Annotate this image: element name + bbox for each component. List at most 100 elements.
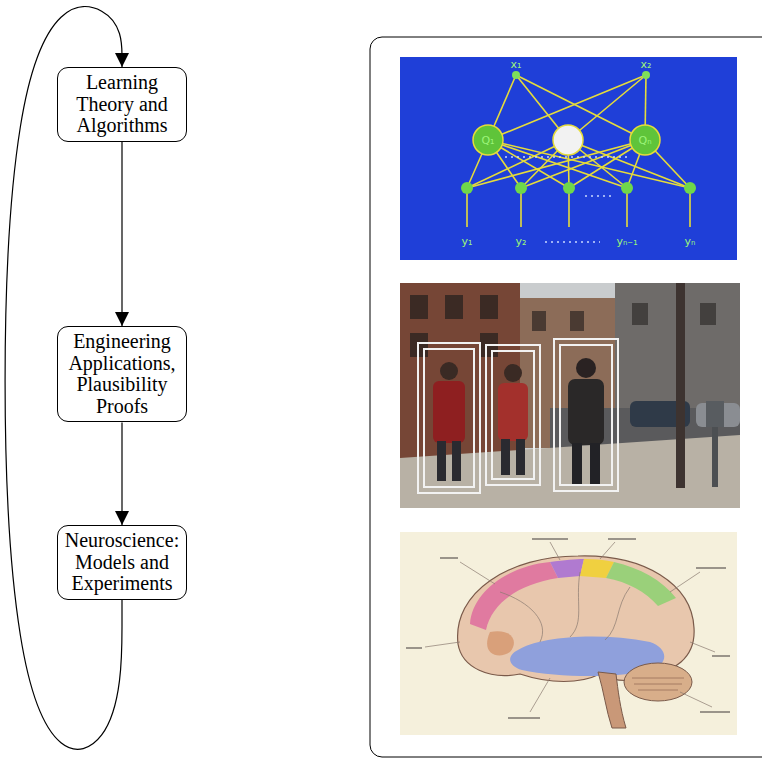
brain-picture-shape-shape <box>425 642 460 647</box>
network-picture-shape <box>473 125 503 155</box>
brain-picture-shape <box>400 532 737 735</box>
network-picture-shape-shape <box>521 140 645 188</box>
street-photo-shape <box>572 443 582 485</box>
street-photo-shape <box>532 311 546 331</box>
street-photo-shape <box>576 358 596 378</box>
network-picture-shape <box>515 182 527 194</box>
brain-picture-shape <box>632 678 684 690</box>
brain-picture-shape-shape <box>670 572 700 592</box>
box-label: Neuroscience: Models and Experiments <box>63 530 181 595</box>
brain-picture-shape-shape <box>500 592 543 642</box>
street-photo-shape <box>437 441 446 481</box>
street-photo-shape <box>504 364 522 382</box>
street-photo-shape <box>700 303 716 325</box>
street-photo-shape <box>418 339 618 493</box>
brain-picture-shape <box>550 559 584 578</box>
brain-picture-shape-shape <box>690 642 715 652</box>
network-picture-shape-shape <box>585 195 612 197</box>
network-picture-shape <box>553 125 583 155</box>
street-photo-shape-shape <box>418 343 480 493</box>
street-photo-shape-shape <box>486 345 540 485</box>
process-box: Engineering Applications, Plausibility P… <box>57 326 187 422</box>
network-label: yₙ <box>685 236 696 247</box>
network-picture-shape <box>461 182 473 194</box>
brain-picture-shape-shape <box>605 587 630 640</box>
flow-arrow <box>121 422 122 525</box>
street-photo-shape <box>570 311 584 331</box>
network-picture-shape-shape <box>516 75 645 140</box>
street-photo-shape <box>568 379 604 445</box>
box-label: Learning Theory and Algorithms <box>63 72 181 137</box>
brain-picture-shape-shape <box>508 717 540 719</box>
street-photo-shape <box>480 295 498 319</box>
network-picture-shape-shape <box>505 156 628 158</box>
brain-picture-shape-shape <box>712 655 730 657</box>
network-picture-shape <box>642 71 650 79</box>
street-photo-shape-shape <box>424 349 474 487</box>
brain-picture-shape <box>487 631 514 655</box>
network-picture-shape-shape <box>568 140 690 188</box>
brain-picture-shape-shape <box>550 542 560 560</box>
brain-picture <box>400 532 737 735</box>
brain-picture-shape <box>624 663 692 701</box>
network-picture-shape <box>400 57 737 260</box>
process-box: Neuroscience: Models and Experiments <box>57 525 187 600</box>
street-photo-shape-shape <box>492 351 534 479</box>
street-photo-shape <box>452 441 461 481</box>
street-photo-shape <box>400 435 740 508</box>
network-label: Q₁ <box>481 135 494 146</box>
box-label: Engineering Applications, Plausibility P… <box>63 331 181 417</box>
street-photo-shape <box>433 381 465 443</box>
street-photo-shape <box>706 401 724 427</box>
street-photo-shape-shape <box>554 339 618 491</box>
street-photo-shape <box>516 439 525 475</box>
brain-picture-shape-shape <box>608 538 636 540</box>
network-label: y₁ <box>462 236 473 247</box>
brain-picture-shape <box>406 539 730 718</box>
street-photo <box>400 283 740 508</box>
network-picture-shape <box>630 125 660 155</box>
network-label: x₂ <box>641 59 652 70</box>
flow-arrow <box>121 142 122 326</box>
network-picture-shape-shape <box>545 241 600 243</box>
network-label: yₙ₋₁ <box>616 236 637 247</box>
brain-picture-shape-shape <box>696 567 726 569</box>
brain-picture-shape <box>598 672 626 728</box>
brain-picture-shape-shape <box>532 538 568 540</box>
process-box: Learning Theory and Algorithms <box>57 67 187 142</box>
street-photo-shape <box>498 383 528 441</box>
brain-picture-shape-shape <box>406 647 422 649</box>
brain-picture-shape-shape <box>700 711 730 713</box>
street-photo-shape <box>410 295 428 319</box>
street-photo-shape <box>400 283 740 508</box>
brain-picture-shape-shape <box>570 572 580 637</box>
street-photo-shape <box>445 295 463 319</box>
street-photo-shape <box>712 427 718 487</box>
brain-picture-shape-shape <box>600 542 615 559</box>
network-picture-shape <box>505 157 628 242</box>
network-picture-shape <box>512 71 520 79</box>
network-label: y₂ <box>516 236 527 247</box>
network-picture <box>400 57 737 260</box>
network-label: Qₙ <box>638 135 651 146</box>
brain-picture-shape-shape <box>440 557 458 559</box>
brain-picture-shape-shape <box>680 692 712 707</box>
network-picture-shape <box>467 75 690 227</box>
street-photo-shape <box>440 362 458 380</box>
brain-picture-shape <box>425 542 715 712</box>
brain-picture-shape <box>606 562 676 606</box>
network-picture-shape <box>621 182 633 194</box>
street-photo-shape <box>632 303 648 325</box>
brain-picture-shape-shape <box>460 562 495 584</box>
street-photo-shape <box>676 283 685 488</box>
network-picture-shape <box>563 182 575 194</box>
network-label: x₁ <box>511 59 522 70</box>
network-picture-shape <box>684 182 696 194</box>
street-photo-shape <box>590 443 600 485</box>
brain-picture-shape <box>470 562 558 630</box>
brain-picture-shape-shape <box>530 678 550 712</box>
image-panel <box>370 37 762 757</box>
street-photo-shape-shape <box>560 345 612 485</box>
